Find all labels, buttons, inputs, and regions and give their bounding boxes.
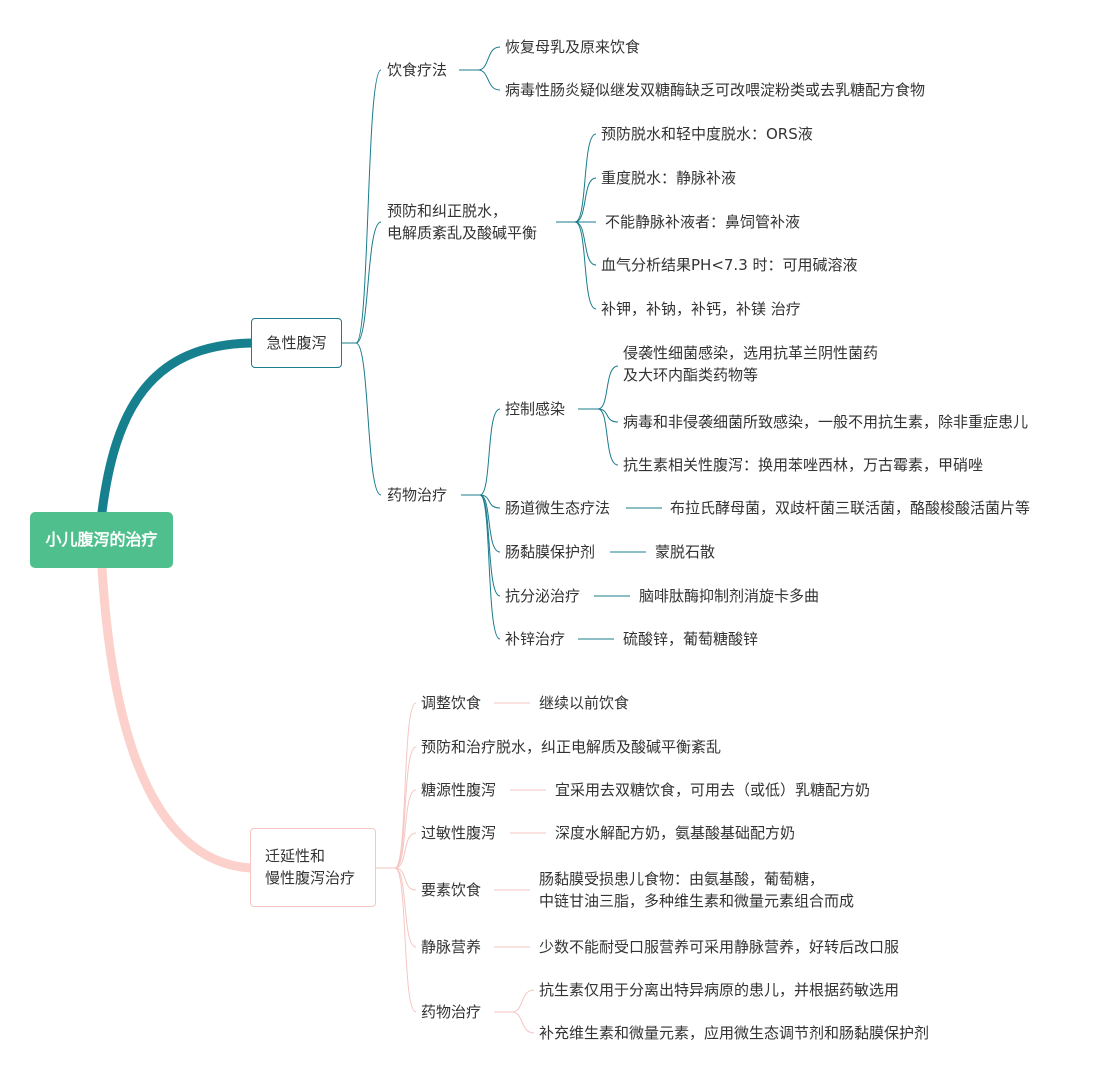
dehydration-item-3[interactable]: 不能静脉补液者：鼻饲管补液 bbox=[605, 213, 801, 231]
sugar-diarrhea-item[interactable]: 宜采用去双糖饮食，可用去（或低）乳糖配方奶 bbox=[555, 781, 871, 799]
diet-item-1[interactable]: 恢复母乳及原来饮食 bbox=[505, 38, 641, 56]
acute-diarrhea-node[interactable]: 急性腹泻 bbox=[251, 318, 342, 368]
chronic-drug-item-1[interactable]: 抗生素仅用于分离出特异病原的患儿，并根据药敏选用 bbox=[539, 981, 900, 999]
diet-therapy-node[interactable]: 饮食疗法 bbox=[387, 61, 448, 79]
infection-item-2[interactable]: 病毒和非侵袭细菌所致感染，一般不用抗生素，除非重症患儿 bbox=[623, 413, 1029, 431]
root-node[interactable]: 小儿腹泻的治疗 bbox=[30, 512, 173, 568]
dehydration-node[interactable]: 预防和纠正脱水， 电解质紊乱及酸碱平衡 bbox=[387, 202, 538, 242]
antisecretory-node[interactable]: 抗分泌治疗 bbox=[505, 587, 581, 605]
probiotic-item[interactable]: 布拉氏酵母菌，双歧杆菌三联活菌，酪酸梭酸活菌片等 bbox=[670, 499, 1031, 517]
antisecretory-item[interactable]: 脑啡肽酶抑制剂消旋卡多曲 bbox=[639, 587, 820, 605]
chronic-drug-node[interactable]: 药物治疗 bbox=[421, 1003, 482, 1021]
chronic-diarrhea-node[interactable]: 迁延性和 慢性腹泻治疗 bbox=[250, 828, 376, 907]
dehydration-item-4[interactable]: 血气分析结果PH<7.3 时：可用碱溶液 bbox=[601, 256, 858, 274]
elemental-diet-node[interactable]: 要素饮食 bbox=[421, 881, 482, 899]
iv-nutrition-item[interactable]: 少数不能耐受口服营养可采用静脉营养，好转后改口服 bbox=[539, 938, 900, 956]
drug-therapy-node[interactable]: 药物治疗 bbox=[387, 486, 448, 504]
dehydration-item-5[interactable]: 补钾，补钠，补钙，补镁 治疗 bbox=[601, 300, 801, 318]
zinc-item[interactable]: 硫酸锌，葡萄糖酸锌 bbox=[623, 630, 759, 648]
dehydration-item-2[interactable]: 重度脱水：静脉补液 bbox=[601, 169, 737, 187]
chronic-drug-item-2[interactable]: 补充维生素和微量元素，应用微生态调节剂和肠黏膜保护剂 bbox=[539, 1024, 930, 1042]
mucosa-protector-node[interactable]: 肠黏膜保护剂 bbox=[505, 543, 596, 561]
root-to-chronic-branch bbox=[97, 563, 255, 873]
infection-control-node[interactable]: 控制感染 bbox=[505, 400, 566, 418]
iv-nutrition-node[interactable]: 静脉营养 bbox=[421, 938, 482, 956]
adjust-diet-item[interactable]: 继续以前饮食 bbox=[539, 694, 630, 712]
allergy-diarrhea-item[interactable]: 深度水解配方奶，氨基酸基础配方奶 bbox=[555, 824, 796, 842]
infection-item-1[interactable]: 侵袭性细菌感染，选用抗革兰阴性菌药 及大环内酯类药物等 bbox=[623, 344, 879, 384]
root-to-acute-branch bbox=[97, 338, 256, 517]
diet-item-2[interactable]: 病毒性肠炎疑似继发双糖酶缺乏可改喂淀粉类或去乳糖配方食物 bbox=[505, 81, 926, 99]
adjust-diet-node[interactable]: 调整饮食 bbox=[421, 694, 482, 712]
mucosa-protector-item[interactable]: 蒙脱石散 bbox=[655, 543, 716, 561]
allergy-diarrhea-node[interactable]: 过敏性腹泻 bbox=[421, 824, 497, 842]
elemental-diet-item[interactable]: 肠黏膜受损患儿食物：由氨基酸，葡萄糖， 中链甘油三脂，多种维生素和微量元素组合而… bbox=[539, 870, 855, 910]
prevent-dehydration-node[interactable]: 预防和治疗脱水，纠正电解质及酸碱平衡紊乱 bbox=[421, 738, 722, 756]
probiotic-node[interactable]: 肠道微生态疗法 bbox=[505, 499, 611, 517]
infection-item-3[interactable]: 抗生素相关性腹泻：换用苯唑西林，万古霉素，甲硝唑 bbox=[623, 456, 984, 474]
zinc-node[interactable]: 补锌治疗 bbox=[505, 630, 566, 648]
sugar-diarrhea-node[interactable]: 糖源性腹泻 bbox=[421, 781, 497, 799]
dehydration-item-1[interactable]: 预防脱水和轻中度脱水：ORS液 bbox=[601, 125, 813, 143]
